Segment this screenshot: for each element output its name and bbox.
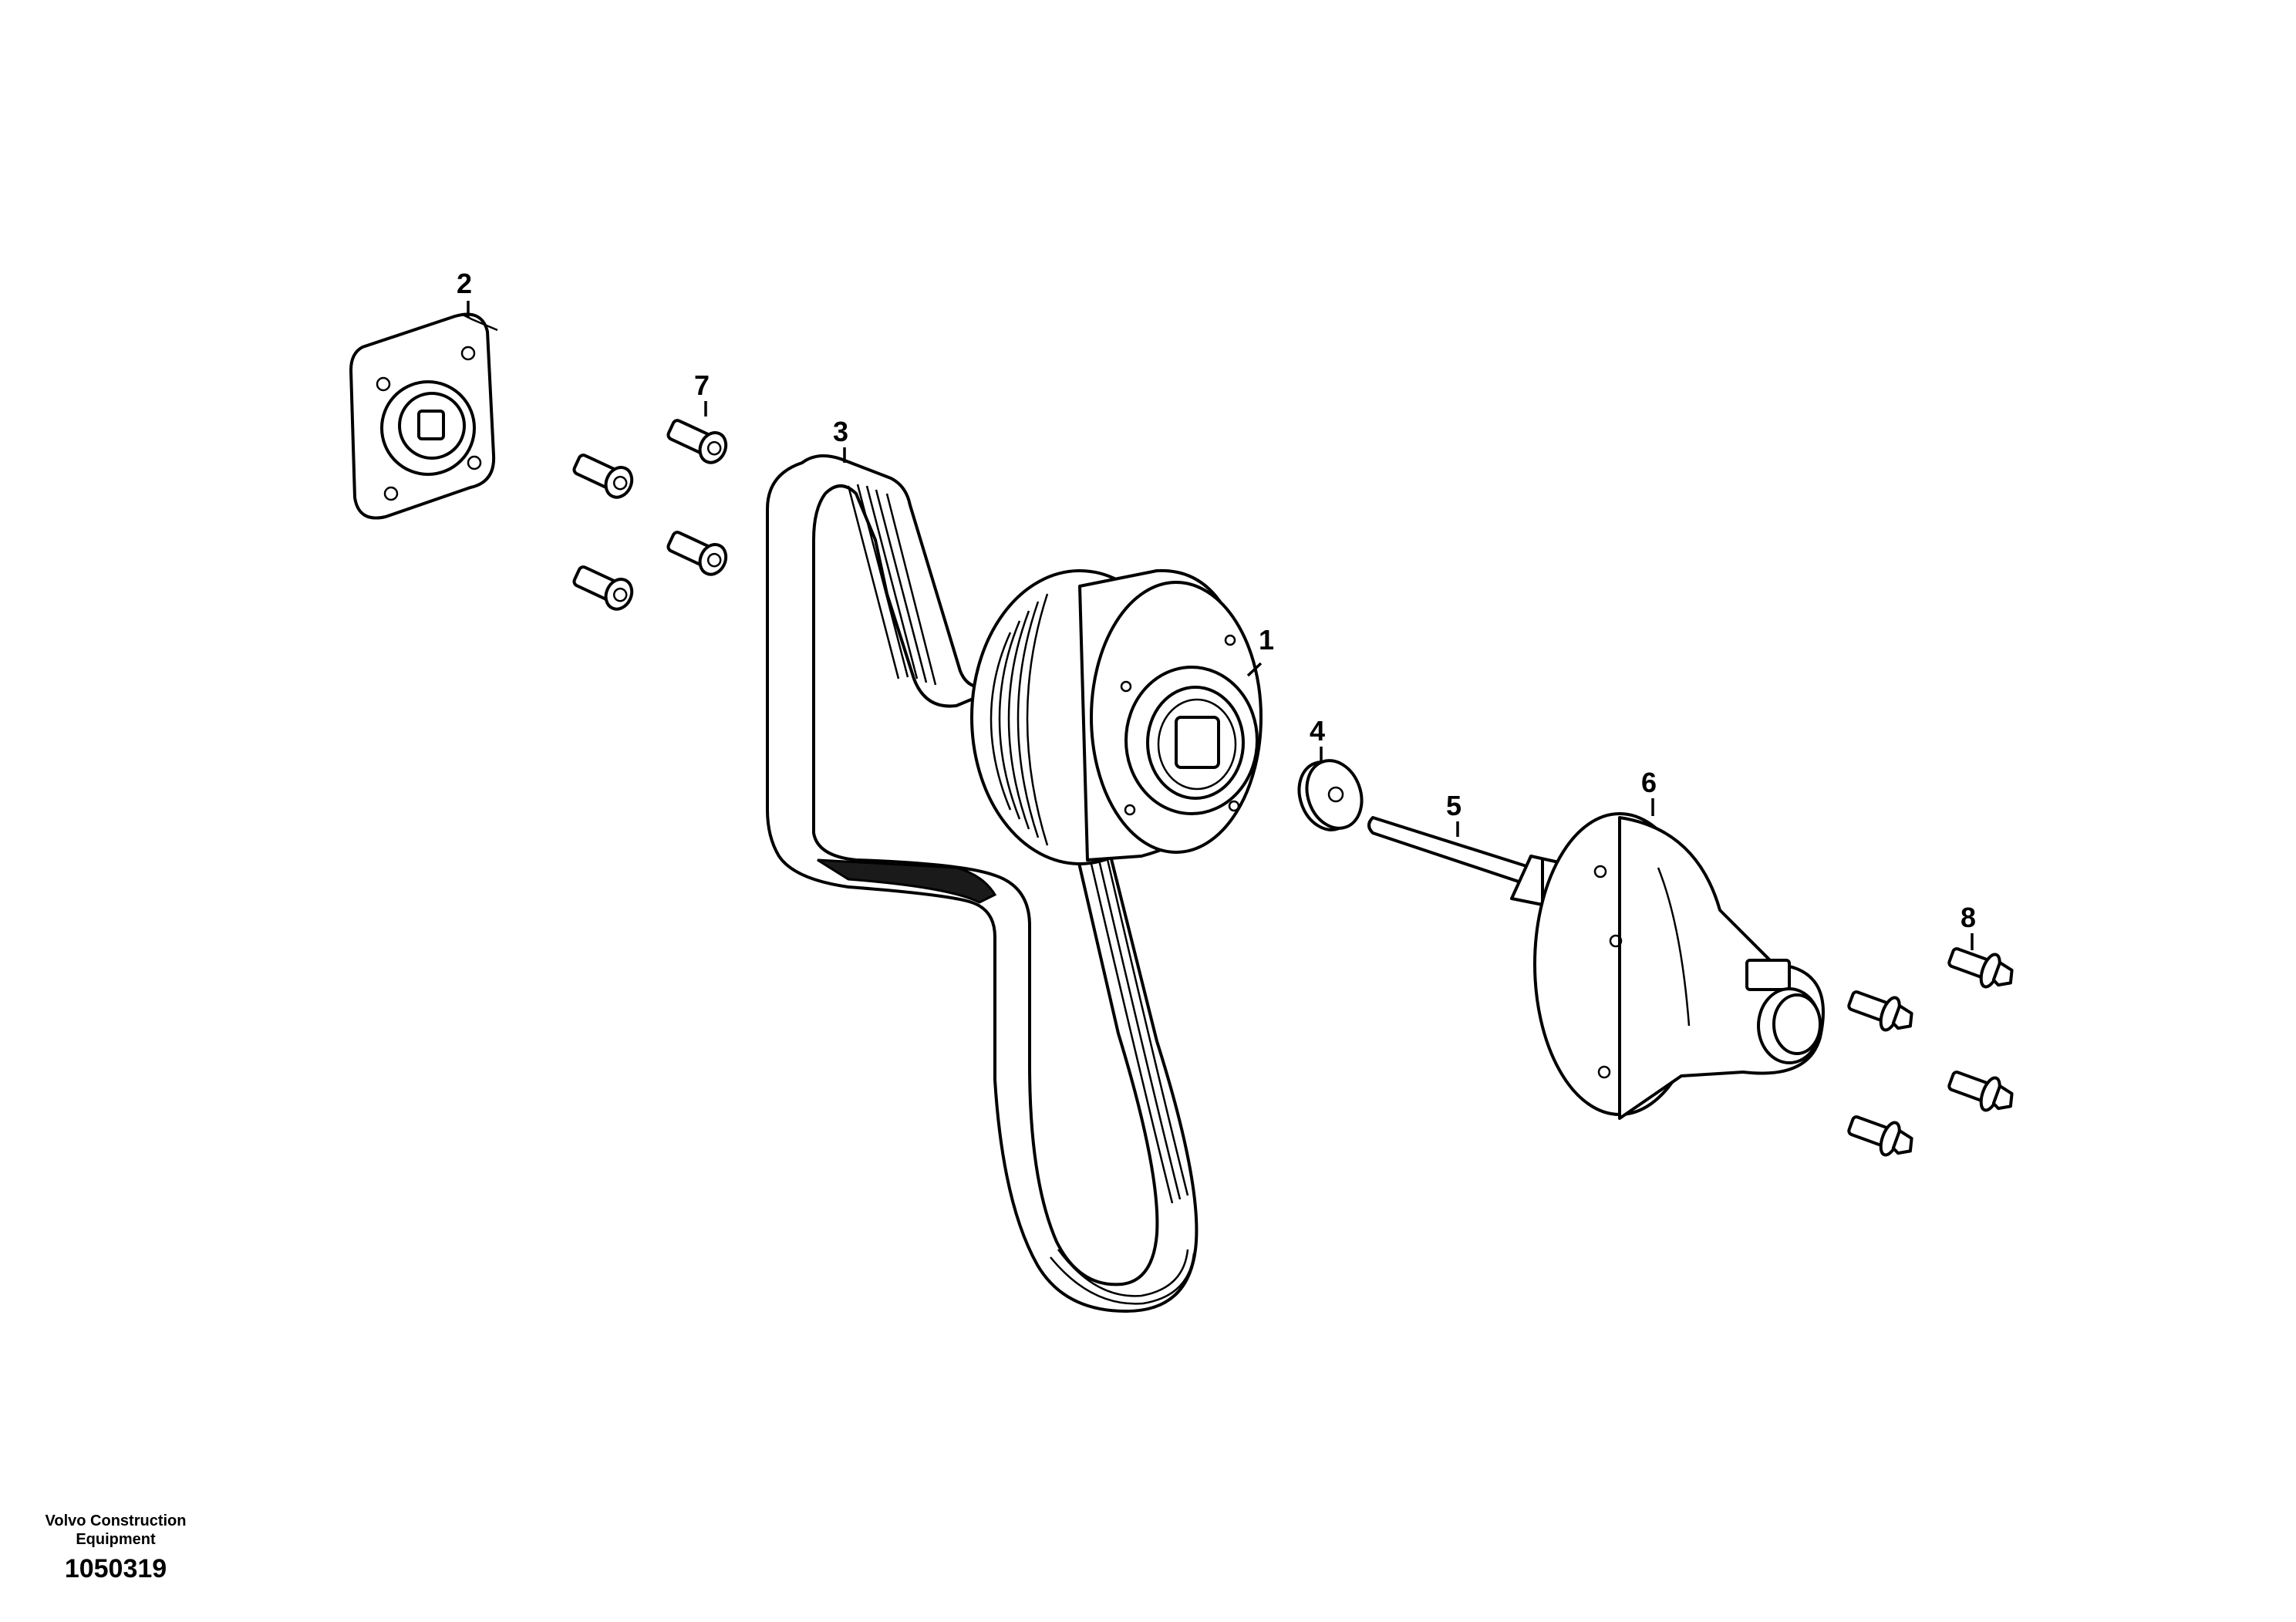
- drive-belt-part-3: [766, 454, 1199, 1313]
- socket-screw-part-7: [572, 419, 728, 611]
- callout-3: 3: [833, 416, 848, 447]
- callout-7: 7: [694, 369, 710, 401]
- callout-5: 5: [1446, 790, 1462, 821]
- hex-bolt-part-5: [1367, 816, 1567, 908]
- washer-part-4: [1297, 759, 1364, 831]
- brand-line-2: Equipment: [76, 1531, 156, 1548]
- brand-line-1: Volvo Construction: [45, 1512, 187, 1529]
- leader-line-1: [1246, 662, 1263, 677]
- brand-caption: Volvo Construction Equipment: [31, 1512, 201, 1549]
- callout-8: 8: [1961, 902, 1976, 933]
- cone-bracket-part-6: [1533, 812, 1825, 1120]
- drawing-number: 1050319: [64, 1554, 167, 1583]
- callout-2: 2: [457, 268, 472, 299]
- callout-6: 6: [1641, 767, 1657, 798]
- callout-1: 1: [1259, 624, 1274, 656]
- callout-4: 4: [1310, 715, 1325, 747]
- flange-bolt-part-8: [1847, 947, 2014, 1157]
- flange-bearing-part-2: [349, 312, 498, 520]
- pulley-part-1: [970, 568, 1263, 865]
